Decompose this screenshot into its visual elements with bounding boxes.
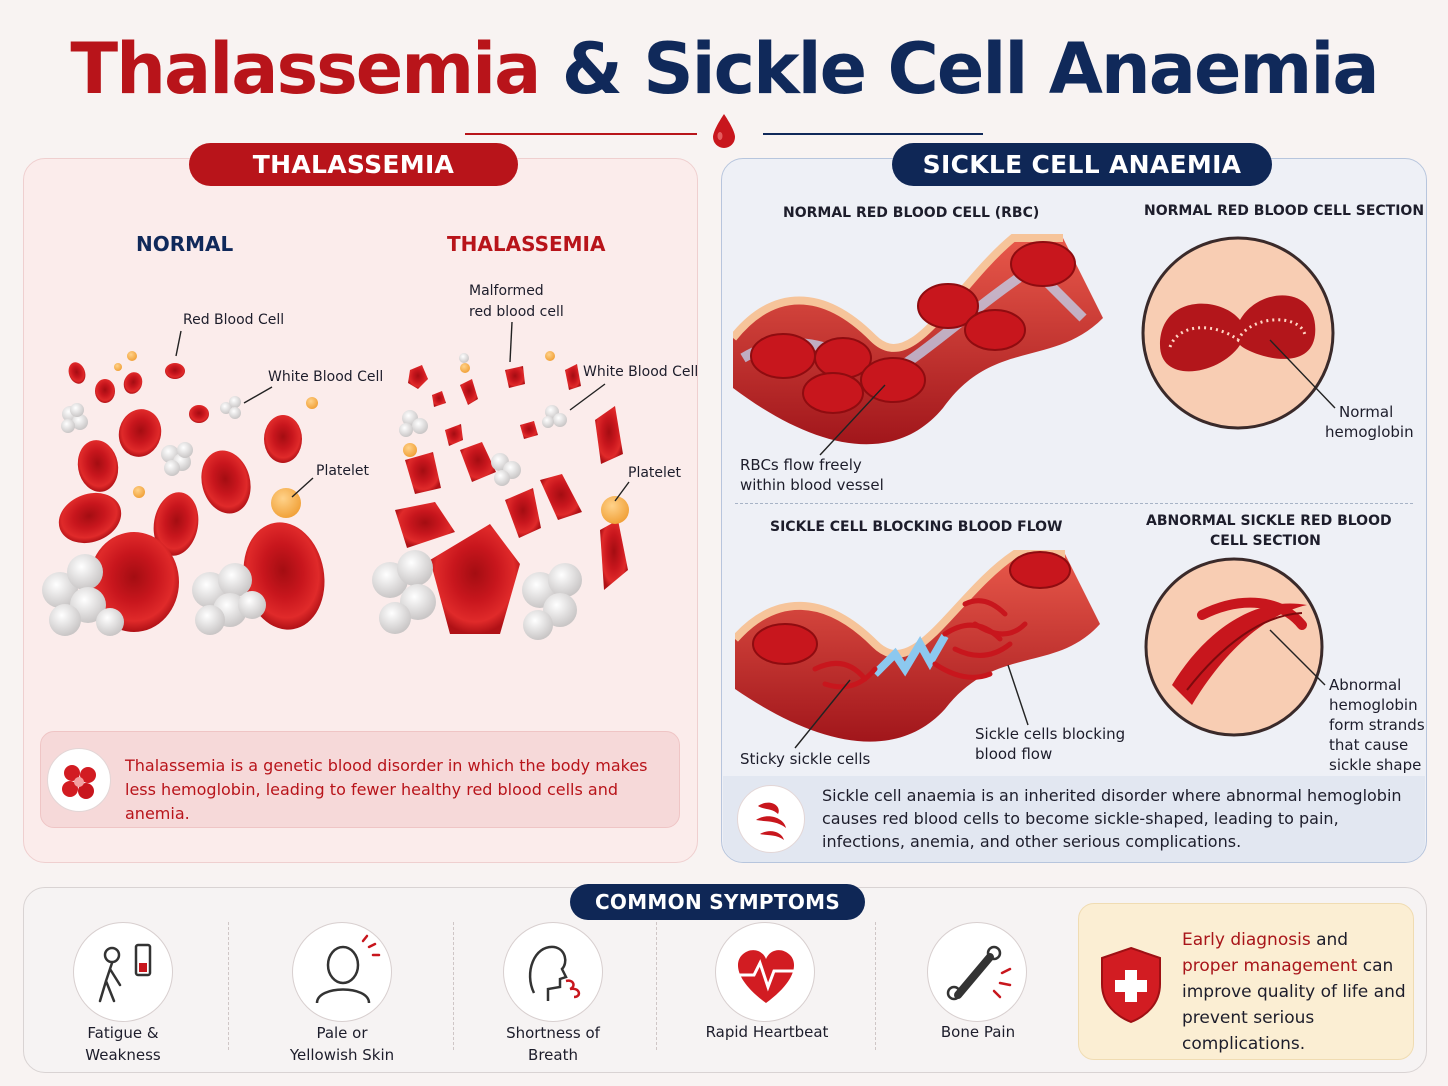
symptom-divider	[656, 922, 657, 1050]
heart-icon	[715, 922, 815, 1022]
blocking-title: SICKLE CELL BLOCKING BLOOD FLOW	[770, 519, 1063, 535]
rbc-cluster-icon	[47, 748, 111, 812]
title-rule-right	[763, 133, 983, 135]
symptom-line: Shortness of	[506, 1024, 600, 1042]
title-thalassemia: Thalassemia	[70, 28, 541, 110]
symptom-divider	[228, 922, 229, 1050]
sickle-cell-heading: SICKLE CELL ANAEMIA	[892, 143, 1272, 186]
blocking-label-2: blood flow	[975, 745, 1053, 763]
abnormal-title-1: ABNORMAL SICKLE RED BLOOD	[1146, 513, 1392, 529]
normal-rbc-title: NORMAL RED BLOOD CELL (RBC)	[783, 205, 1040, 221]
early-and: and	[1310, 930, 1349, 950]
early-diagnosis-text: Early diagnosis and proper management ca…	[1182, 927, 1407, 1057]
abnormal-hb-line: hemoglobin	[1329, 696, 1418, 714]
abnormal-hb-line: Abnormal	[1329, 676, 1402, 694]
early-red-2: proper management	[1182, 956, 1358, 976]
bone-icon	[927, 922, 1027, 1022]
normal-rbc-section-illustration	[1141, 236, 1335, 430]
sickle-pointer-lines	[794, 339, 1336, 749]
sickle-cell-icon	[737, 785, 805, 853]
label-malformed-1: Malformed	[469, 283, 544, 299]
label-white-blood-cell-2: White Blood Cell	[583, 364, 699, 380]
symptoms-heading: COMMON SYMPTOMS	[570, 884, 865, 920]
thalassemia-description-box	[40, 731, 680, 828]
symptom-line: Fatigue &	[87, 1024, 159, 1042]
thalassemia-heading: THALASSEMIA	[189, 143, 518, 186]
breath-icon	[503, 922, 603, 1022]
sickle-panel-divider	[735, 503, 1413, 504]
abnormal-hb-label: Abnormal hemoglobin form strands that ca…	[1329, 675, 1425, 775]
normal-vessel-illustration	[733, 234, 1103, 445]
symptom-divider	[875, 922, 876, 1050]
symptom-heart-label: Rapid Heartbeat	[677, 1021, 857, 1043]
abnormal-rbc-section-illustration	[1144, 557, 1324, 737]
early-red-1: Early diagnosis	[1182, 930, 1311, 950]
title-sickle: & Sickle Cell Anaemia	[561, 28, 1380, 110]
symptom-divider	[453, 922, 454, 1050]
thalassemia-blood-illustration	[372, 351, 629, 640]
thalassemia-description: Thalassemia is a genetic blood disorder …	[125, 756, 648, 823]
label-platelet-2: Platelet	[628, 465, 682, 481]
normal-hb-2: hemoglobin	[1325, 423, 1414, 441]
abnormal-title-2: CELL SECTION	[1210, 533, 1321, 549]
label-malformed-2: red blood cell	[469, 304, 564, 320]
symptom-line: Weakness	[85, 1046, 161, 1064]
symptom-breath-label: Shortness of Breath	[463, 1022, 643, 1066]
early-rest: can improve quality of life and prevent …	[1182, 956, 1406, 1054]
label-red-blood-cell: Red Blood Cell	[183, 312, 285, 328]
abnormal-hb-line: form strands	[1329, 716, 1425, 734]
abnormal-hb-line: sickle shape	[1329, 756, 1422, 774]
symptom-pale-label: Pale or Yellowish Skin	[252, 1022, 432, 1066]
symptom-line: Breath	[528, 1046, 578, 1064]
title-rule-left	[465, 133, 697, 135]
symptom-line: Rapid Heartbeat	[705, 1023, 829, 1041]
symptom-bone-label: Bone Pain	[888, 1021, 1068, 1043]
blood-drop-icon	[713, 114, 735, 148]
thal-pointer-lines	[175, 321, 630, 502]
abnormal-hb-line: that cause	[1329, 736, 1409, 754]
symptom-line: Pale or	[316, 1024, 368, 1042]
symptom-fatigue-label: Fatigue & Weakness	[33, 1022, 213, 1066]
normal-blood-illustration	[42, 351, 325, 636]
sickle-description-box	[723, 776, 1425, 862]
label-white-blood-cell: White Blood Cell	[268, 369, 384, 385]
symptom-line: Bone Pain	[940, 1023, 1016, 1041]
label-platelet: Platelet	[316, 463, 370, 479]
rbc-flow-1: RBCs flow freely	[740, 456, 862, 474]
normal-hb-1: Normal	[1339, 403, 1394, 421]
rbc-flow-2: within blood vessel	[740, 476, 884, 494]
normal-section-title: NORMAL RED BLOOD CELL SECTION	[1144, 203, 1425, 219]
sticky-sickle-label: Sticky sickle cells	[740, 750, 871, 768]
thalassemia-label: THALASSEMIA	[447, 232, 606, 256]
sickle-vessel-illustration	[735, 550, 1100, 742]
shield-icon	[1101, 946, 1161, 1024]
symptom-line: Yellowish Skin	[289, 1046, 395, 1064]
fatigue-icon	[73, 922, 173, 1022]
sickle-description: Sickle cell anaemia is an inherited diso…	[822, 786, 1402, 851]
page-title: Thalassemia & Sickle Cell Anaemia	[0, 24, 1448, 114]
blocking-label-1: Sickle cells blocking	[975, 725, 1126, 743]
normal-label: NORMAL	[136, 232, 234, 256]
pale-skin-icon	[292, 922, 392, 1022]
